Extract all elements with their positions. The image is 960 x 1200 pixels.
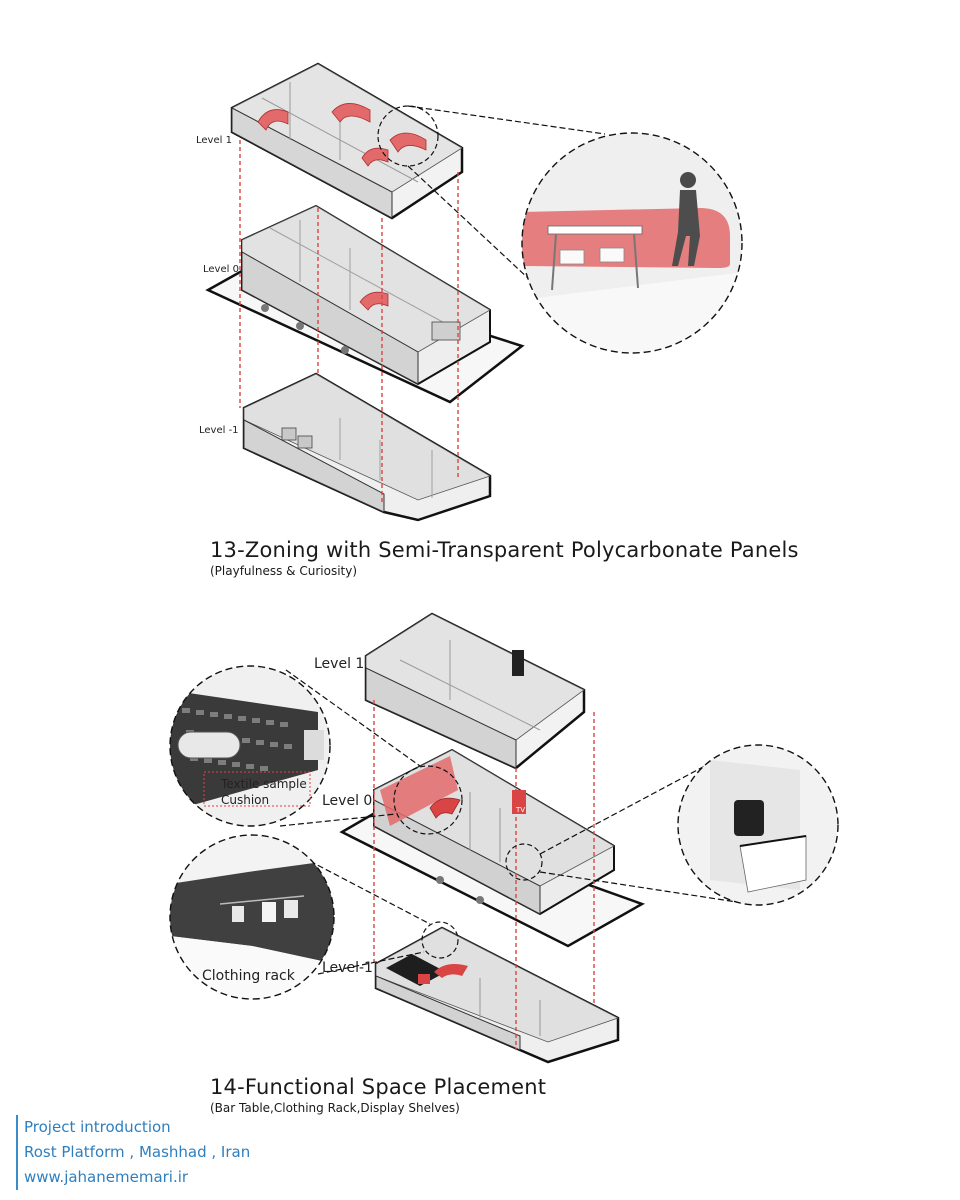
credits-website-link[interactable]: www.jahanememari.ir <box>24 1168 189 1186</box>
d14-detail-shelves <box>170 666 330 826</box>
caption-13: 13-Zoning with Semi-Transparent Polycarb… <box>210 538 799 578</box>
d13-zoom-source <box>377 105 439 167</box>
chair <box>559 249 585 265</box>
diagram-13: Level 1 Level 0 Level -1 <box>196 62 743 522</box>
d14-detail-clothing-circle <box>169 834 335 1000</box>
caption-14-title: 14-Functional Space Placement <box>210 1075 547 1099</box>
diagram-14: TV Level 1 Level 0 Level-1 <box>169 612 839 1064</box>
textile-highlight <box>203 771 311 807</box>
clothing-rail <box>219 895 305 905</box>
d13-detail-view <box>522 133 742 353</box>
d14-levelm1-block <box>374 926 620 1064</box>
d13-detail-circle <box>521 132 743 354</box>
credits-project-introduction: Project introduction <box>24 1118 171 1136</box>
d14-label-level0: Level 0 <box>322 793 372 809</box>
d13-level0-block <box>205 204 525 404</box>
table <box>547 225 643 235</box>
caption-14-subtitle: (Bar Table,Clothing Rack,Display Shelves… <box>210 1101 460 1115</box>
cushion <box>177 731 241 759</box>
callout-cushion: Cushion <box>221 793 269 807</box>
caption-13-title: 13-Zoning with Semi-Transparent Polycarb… <box>210 538 799 562</box>
callout-textile-sample: Textile sample <box>220 777 307 791</box>
d14-alignment-lines <box>373 700 595 1050</box>
d14-zoom-source-rack <box>421 921 459 959</box>
d14-detail-bar <box>678 745 838 905</box>
d14-zoom-source-shelves <box>393 765 463 835</box>
d13-levelm1-block <box>242 372 492 522</box>
d14-detail-bar-circle <box>677 744 839 906</box>
bar-niche <box>734 800 764 836</box>
d13-zoom-link-top <box>407 105 606 135</box>
caption-13-subtitle: (Playfulness & Curiosity) <box>210 564 358 578</box>
d14-detail-clothing <box>170 835 334 999</box>
d14-level0-block: TV <box>339 748 645 948</box>
d13-label-level1: Level 1 <box>196 135 232 146</box>
d13-label-level0: Level 0 <box>203 264 239 275</box>
credits-block: Project introduction Rost Platform , Mas… <box>16 1115 250 1190</box>
d13-alignment-lines <box>239 140 459 505</box>
display-shelves-red <box>380 756 458 826</box>
callout-clothing-rack: Clothing rack <box>202 968 296 984</box>
chair <box>599 247 625 263</box>
d14-level1-block <box>364 612 586 770</box>
d14-zoom-links <box>261 669 751 975</box>
credits-project-location: Rost Platform , Mashhad , Iran <box>24 1143 251 1161</box>
caption-14: 14-Functional Space Placement (Bar Table… <box>210 1075 546 1115</box>
d13-level1-block <box>230 62 464 220</box>
tv-label: TV <box>515 806 525 814</box>
d13-label-levelm1: Level -1 <box>199 425 239 436</box>
person-figure <box>680 172 696 188</box>
d14-zoom-source-bar <box>505 843 543 881</box>
d14-label-level1: Level 1 <box>314 656 364 672</box>
d14-detail-shelves-circle <box>169 665 331 827</box>
